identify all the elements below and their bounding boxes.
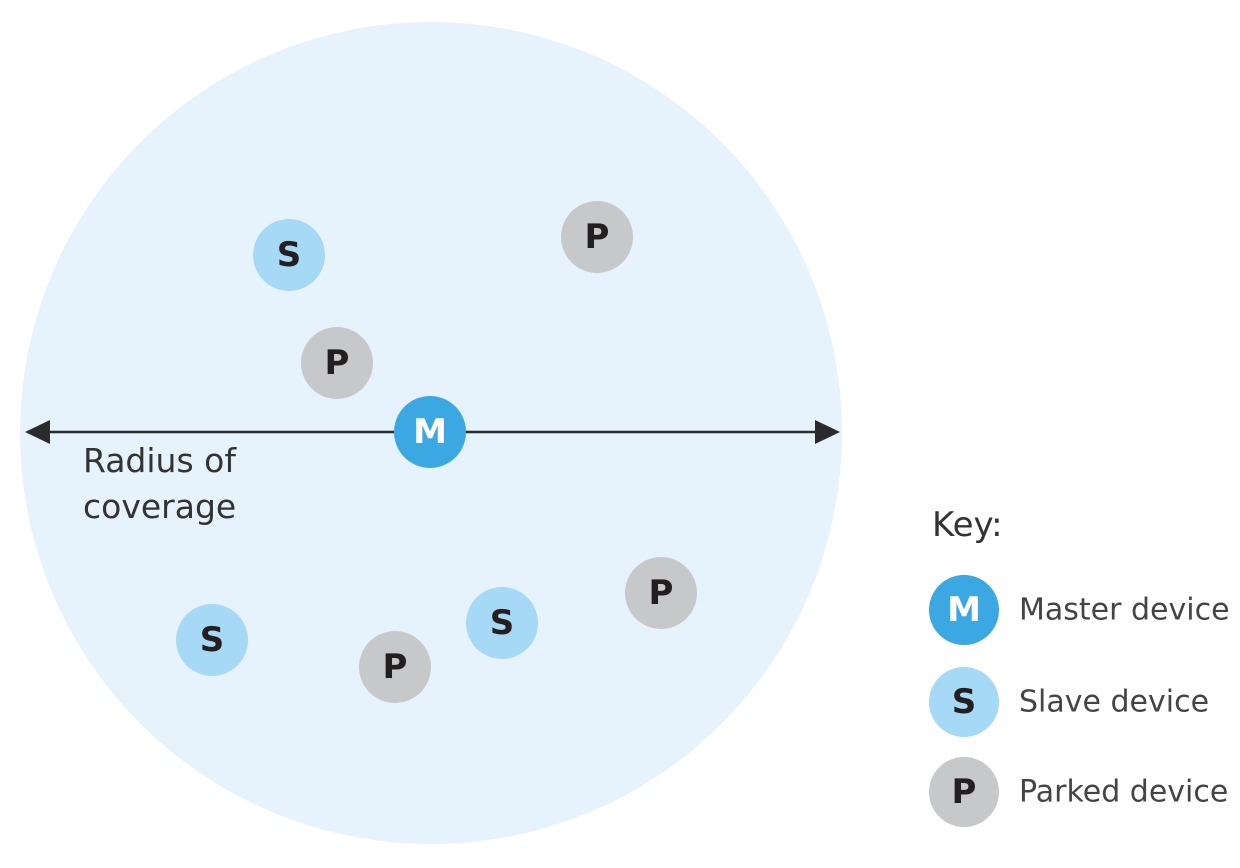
legend-parked-symbol-circle [929,757,999,827]
slave-device-node: S [176,604,248,676]
legend-parked-symbol-letter: P [952,772,977,812]
master-device-node: M [394,396,466,468]
slave-device-node-letter: S [490,603,515,643]
arrow-head-left [25,420,50,444]
slave-device-node-circle [176,604,248,676]
slave-device-node-letter: S [200,620,225,660]
master-device-node-letter: M [413,412,447,452]
radius-caption-line1: Radius of [83,441,237,480]
parked-device-node: P [625,557,697,629]
parked-device-node-letter: P [649,573,674,613]
legend-slave-label: Slave device [1019,685,1209,720]
parked-device-node-circle [301,327,373,399]
parked-device-node: P [359,631,431,703]
legend-master-label: Master device [1019,593,1230,628]
parked-device-node-circle [561,201,633,273]
radius-caption-line2: coverage [83,487,236,526]
slave-device-node: S [253,219,325,291]
legend-slave-symbol-circle [929,667,999,737]
parked-device-node-letter: P [585,217,610,257]
parked-device-node: P [301,327,373,399]
device-layer: S P P M S P S P [176,201,697,703]
slave-device-node-circle [466,587,538,659]
legend-slave-symbol-letter: S [952,682,977,722]
parked-device-node-letter: P [325,343,350,383]
legend-parked-symbol: P [929,757,999,827]
slave-device-node-letter: S [277,235,302,275]
parked-device-node: P [561,201,633,273]
parked-device-node-letter: P [383,647,408,687]
arrow-head-right [815,420,840,444]
legend-master-symbol-circle [929,575,999,645]
master-device-node-circle [394,396,466,468]
legend-parked-label: Parked device [1019,775,1228,810]
parked-device-node-circle [625,557,697,629]
legend-master-symbol: M [929,575,999,645]
parked-device-node-circle [359,631,431,703]
slave-device-node-circle [253,219,325,291]
legend-title: Key: [932,505,1003,545]
legend-master-symbol-letter: M [947,590,981,630]
slave-device-node: S [466,587,538,659]
legend-slave-symbol: S [929,667,999,737]
